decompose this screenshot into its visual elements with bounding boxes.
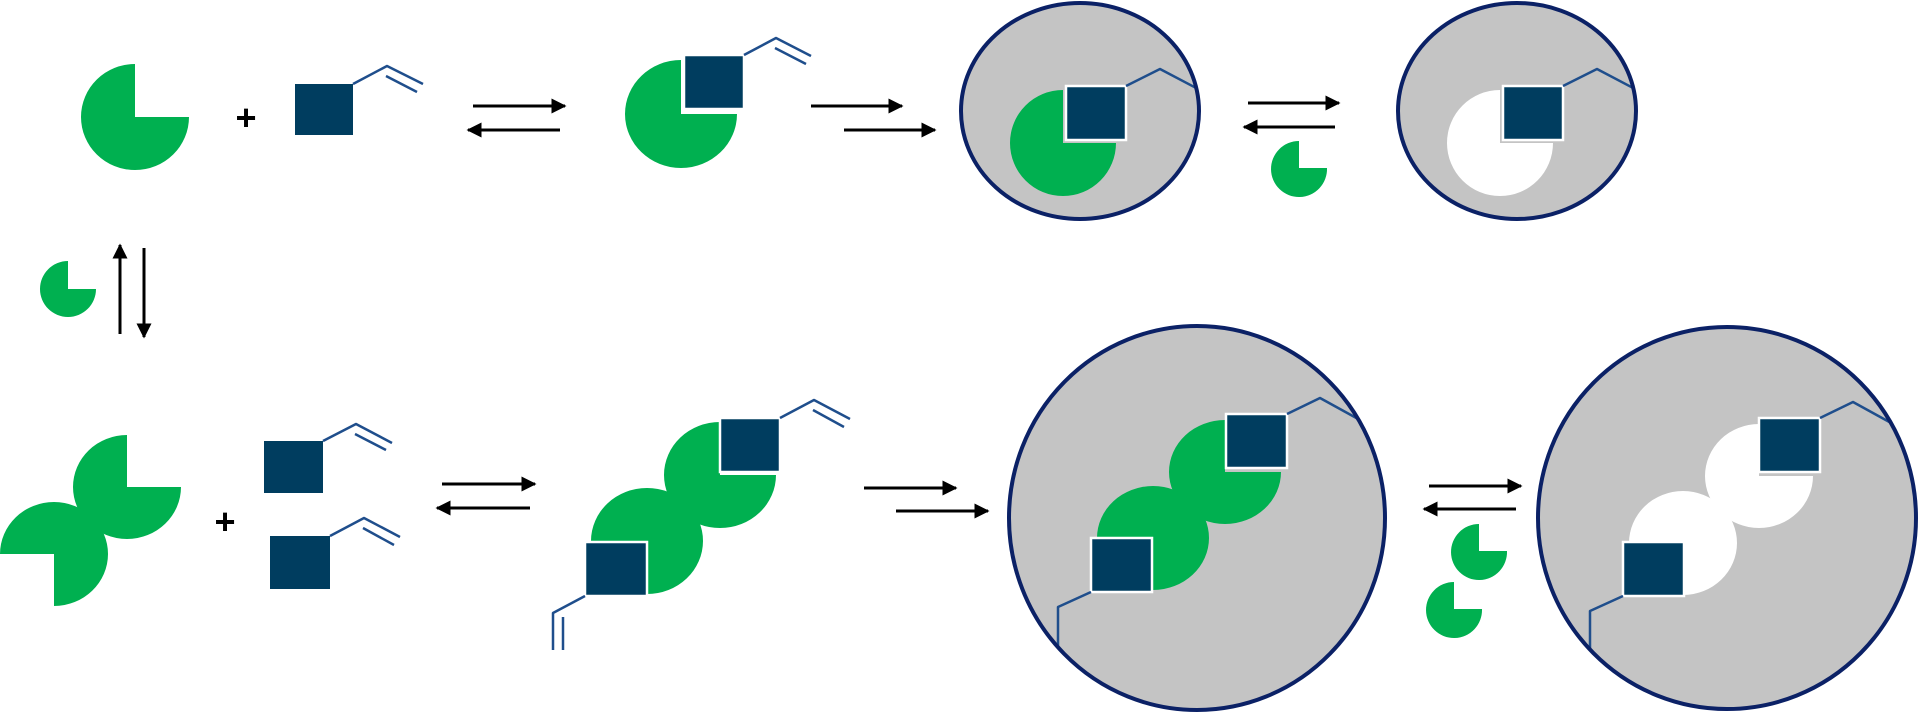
template-pacman-shape bbox=[1271, 141, 1328, 197]
equilibrium-arrows bbox=[466, 98, 567, 138]
equilibrium-arrows bbox=[435, 476, 537, 516]
pre-polymerization-complex bbox=[625, 36, 812, 168]
polymer-chain bbox=[1588, 594, 1624, 654]
polymerization-arrows bbox=[811, 98, 937, 138]
vinyl-group bbox=[779, 398, 851, 421]
imprinted-particle-with-template bbox=[959, 1, 1201, 221]
template-pacman-shape bbox=[40, 261, 96, 317]
functional-monomer bbox=[295, 64, 424, 135]
polymer-chain bbox=[1056, 590, 1092, 650]
monomer-square bbox=[682, 53, 746, 111]
polymer-chain bbox=[1286, 396, 1361, 422]
template-pacman-shape bbox=[1451, 524, 1508, 581]
pre-polymerization-dimer-complex bbox=[551, 398, 851, 650]
monomer-square bbox=[1224, 412, 1289, 470]
released-templates bbox=[1426, 524, 1508, 639]
template-removal-arrows bbox=[1422, 478, 1523, 517]
template-dimer bbox=[0, 435, 181, 606]
template-molecule bbox=[81, 64, 189, 170]
vinyl-double-bond bbox=[812, 408, 845, 429]
binding-cavity bbox=[1447, 90, 1553, 196]
monomer-square bbox=[1089, 536, 1154, 594]
imprinted-particle-with-dimer-cavity bbox=[1536, 325, 1918, 711]
particle-outline bbox=[1007, 324, 1387, 712]
particle-outline bbox=[1536, 325, 1918, 711]
imprinted-particle-with-dimer bbox=[1007, 324, 1387, 712]
monomer-square bbox=[1064, 84, 1128, 142]
template-pacman-shape-lower bbox=[0, 502, 108, 606]
monomer-square bbox=[295, 84, 353, 135]
template-pacman-shape bbox=[625, 60, 737, 168]
template-pacman-shape-upper bbox=[1169, 420, 1281, 524]
template-pacman-shape bbox=[1010, 90, 1116, 196]
monomer-square bbox=[718, 416, 782, 474]
particle-outline bbox=[1396, 1, 1638, 221]
vinyl-group bbox=[329, 516, 401, 539]
binding-cavity-upper bbox=[1705, 424, 1813, 528]
monomer-square bbox=[583, 540, 649, 598]
polymer-chain bbox=[1819, 400, 1894, 426]
vinyl-double-bond bbox=[362, 526, 395, 547]
template-removal-arrows bbox=[1242, 95, 1341, 135]
imprinted-particle-with-cavity bbox=[1396, 1, 1638, 221]
monomer-square bbox=[1621, 540, 1686, 598]
template-pacman-shape bbox=[1426, 582, 1483, 639]
functional-monomer-lower bbox=[270, 516, 401, 589]
polymer-chain bbox=[1125, 67, 1199, 92]
dimerization-arrows bbox=[112, 243, 152, 339]
particle-outline bbox=[959, 1, 1201, 221]
vinyl-group bbox=[322, 422, 393, 445]
vinyl-double-bond bbox=[385, 74, 418, 94]
plus-sign: + bbox=[235, 97, 256, 138]
monomer-square bbox=[1757, 416, 1822, 474]
template-pacman-shape bbox=[81, 64, 189, 170]
vinyl-double-bond bbox=[774, 46, 807, 66]
monomer-square bbox=[264, 441, 323, 493]
vinyl-double-bond bbox=[354, 432, 387, 452]
polymerization-arrows bbox=[864, 480, 990, 519]
polymer-chain bbox=[1562, 67, 1636, 92]
dimerization-template bbox=[40, 261, 96, 317]
functional-monomer-upper bbox=[264, 422, 393, 493]
vinyl-group bbox=[352, 64, 424, 86]
released-template bbox=[1271, 141, 1328, 197]
template-pacman-shape-upper bbox=[664, 422, 776, 528]
plus-sign: + bbox=[214, 501, 235, 542]
template-pacman-shape-upper bbox=[73, 435, 181, 539]
monomer-square bbox=[270, 536, 330, 589]
vinyl-group bbox=[743, 36, 812, 58]
vinyl-group bbox=[551, 594, 586, 650]
monomer-square bbox=[1501, 84, 1565, 142]
